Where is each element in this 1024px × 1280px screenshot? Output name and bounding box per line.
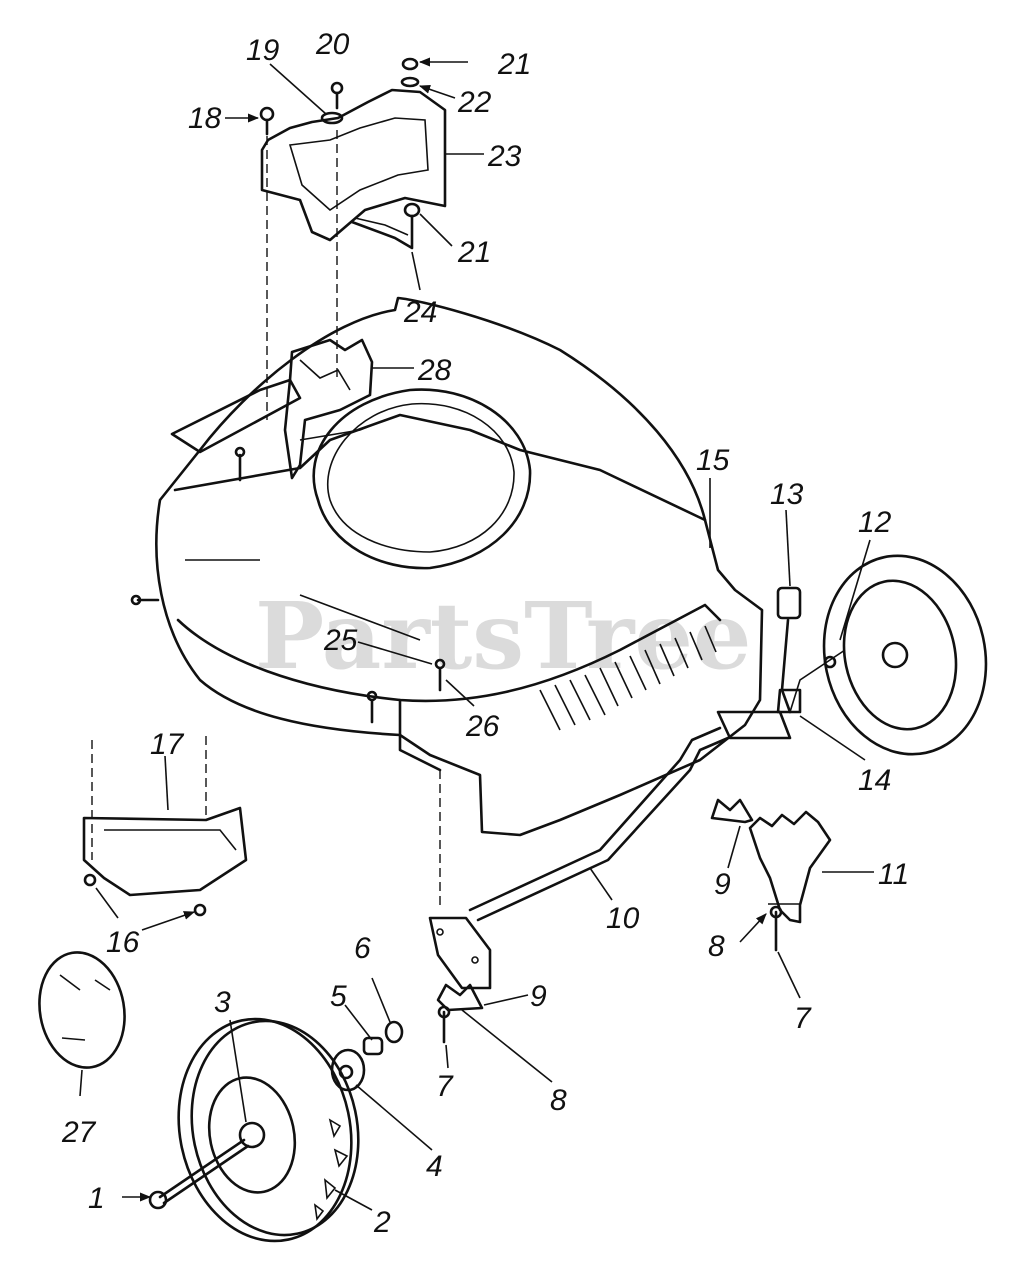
rear-flap: [82, 806, 248, 897]
bolt-26: [434, 658, 446, 692]
callout-20: 20: [315, 28, 350, 61]
adjust-plate: [748, 810, 832, 924]
screw-7-upper: [769, 905, 783, 952]
axle-bracket-right: [716, 710, 792, 740]
hubcap: [38, 951, 126, 1069]
clip-9-upper: [710, 798, 754, 824]
callout-5: 5: [330, 980, 347, 1013]
callout-3: 3: [214, 986, 231, 1019]
callout-22: 22: [457, 86, 492, 119]
callout-28: 28: [417, 354, 452, 387]
bushing-5: [362, 1036, 384, 1056]
screw-16-right: [193, 903, 207, 917]
callout-16: 16: [106, 926, 140, 959]
callout-9-upper: 9: [714, 868, 731, 901]
callout-25: 25: [323, 624, 358, 657]
axle-bracket-front: [428, 916, 492, 990]
bolt-18: [259, 106, 275, 136]
callout-7-upper: 7: [794, 1002, 812, 1035]
bolt-deck-rear: [234, 446, 246, 482]
callout-4: 4: [426, 1150, 443, 1183]
callout-23: 23: [487, 140, 522, 173]
bolt-deck-mid: [366, 690, 378, 724]
spacer-4: [330, 1048, 366, 1092]
callout-11: 11: [878, 858, 909, 891]
callout-19: 19: [246, 34, 280, 67]
handle-bracket: [260, 88, 447, 242]
callout-2: 2: [373, 1206, 391, 1239]
callout-13: 13: [770, 478, 804, 511]
washer-6: [384, 1020, 404, 1044]
leader-lines: [79, 57, 874, 1211]
callout-6: 6: [354, 932, 371, 965]
callout-12: 12: [858, 506, 892, 539]
callout-1: 1: [88, 1182, 105, 1215]
callout-8-lower: 8: [550, 1084, 567, 1117]
callout-10: 10: [606, 902, 640, 935]
callout-18: 18: [188, 102, 222, 135]
bolt-deck-left: [130, 594, 160, 606]
wheel-bolt: [148, 1138, 250, 1210]
rear-wheel: [789, 554, 988, 756]
callout-9-lower: 9: [530, 980, 547, 1013]
callout-24: 24: [403, 296, 437, 329]
callout-27: 27: [61, 1116, 97, 1149]
mower-deck: [155, 296, 764, 837]
front-wheel: [177, 1017, 360, 1243]
callout-14: 14: [858, 764, 891, 797]
callout-26: 26: [465, 710, 500, 743]
nut-21-lower: [403, 202, 421, 218]
nut-21-top: [401, 57, 419, 71]
callout-21-top: 21: [497, 48, 531, 81]
callout-8-upper: 8: [708, 930, 725, 963]
callout-17: 17: [150, 728, 185, 761]
callout-15: 15: [696, 444, 730, 477]
rod-24: [350, 214, 414, 250]
callout-labels: 1 2 3 4 5 6 7 7 8 8 9 9 10 11 12 13 14 1…: [61, 28, 909, 1239]
washer-19: [320, 111, 344, 125]
callout-7-lower: 7: [436, 1070, 454, 1103]
height-lever: [776, 586, 802, 714]
axle-rod: [468, 726, 730, 922]
watermark: PartsTree: [255, 582, 751, 690]
washer-22: [400, 76, 420, 88]
screw-7-lower: [437, 1005, 451, 1044]
screw-16-left: [83, 873, 97, 887]
callout-21-lower: 21: [457, 236, 491, 269]
bolt-20: [330, 81, 344, 110]
